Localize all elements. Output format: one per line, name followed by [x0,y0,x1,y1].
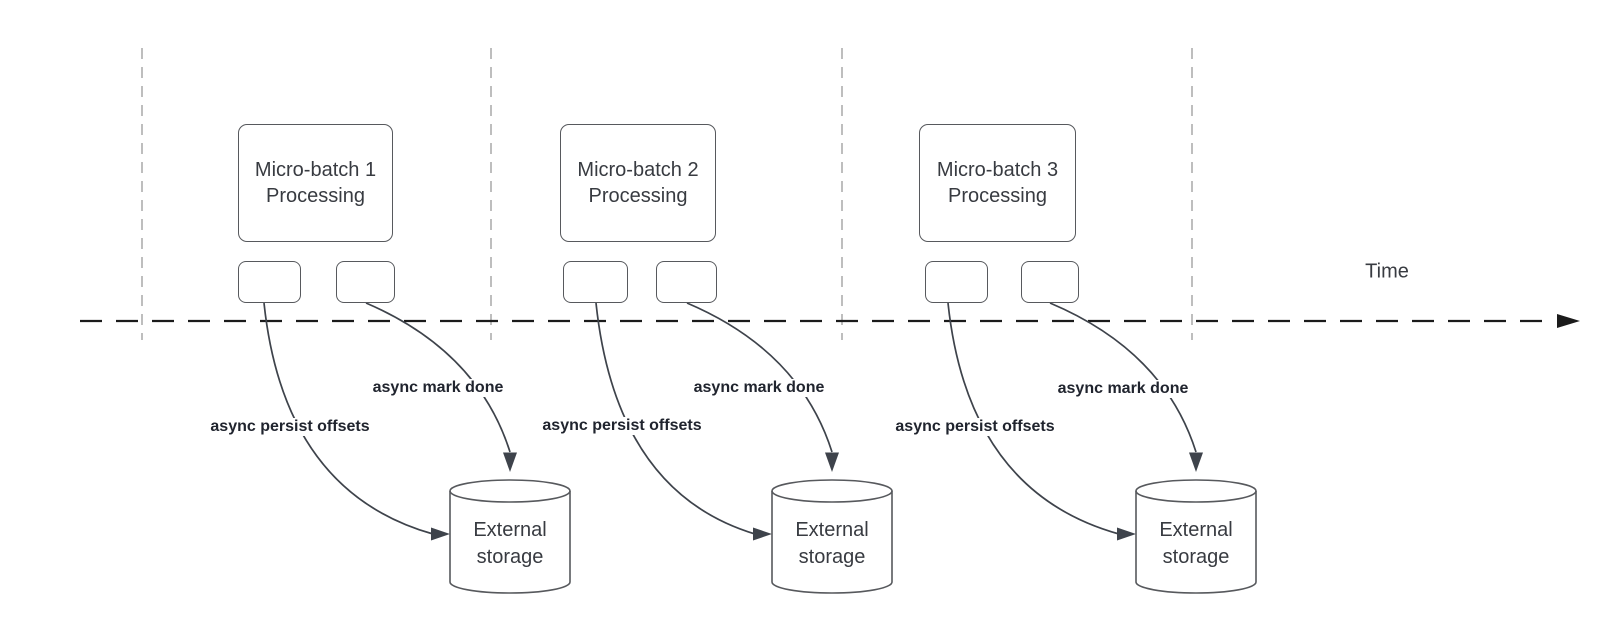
mark-done-arrowhead-icon-2 [825,452,839,472]
external-storage-cylinder-2 [771,479,893,594]
persist-offsets-arrowhead-icon-1 [431,527,450,541]
persist-offsets-edge-3 [947,302,1120,535]
time-axis-arrow-icon [1557,314,1580,328]
external-storage-cylinder-1 [449,479,571,594]
mark-done-arrowhead-icon-1 [503,452,517,472]
persist-offsets-edge-1 [263,302,434,535]
mark-done-edge-1 [365,302,511,453]
cylinder-rim-icon-1 [449,490,571,503]
mark-done-edge-3 [1049,302,1197,453]
mark-done-arrowhead-icon-3 [1189,452,1203,472]
time-axis-label: Time [1365,260,1409,283]
persist-offsets-edge-2 [595,302,756,535]
persist-offsets-arrowhead-icon-3 [1117,527,1136,541]
cylinder-rim-icon-2 [771,490,893,503]
mark-done-edge-2 [686,302,833,453]
persist-offsets-arrowhead-icon-2 [753,527,772,541]
cylinder-rim-icon-3 [1135,490,1257,503]
external-storage-cylinder-3 [1135,479,1257,594]
